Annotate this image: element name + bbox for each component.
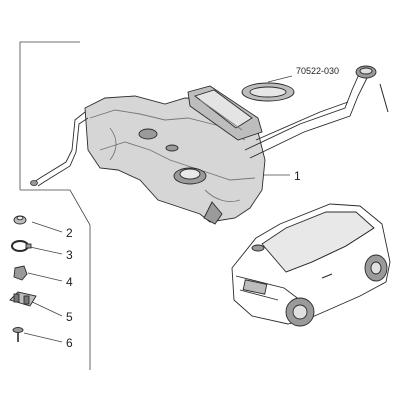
tank-top-cover <box>187 85 263 141</box>
callout-number: 4 <box>66 275 73 289</box>
reference-code: 70522-030 <box>296 66 339 76</box>
vehicle-illustration <box>231 203 391 327</box>
callout-number: 6 <box>66 336 73 350</box>
pipe-connector <box>30 180 38 186</box>
part-5-bracket <box>9 291 37 307</box>
filler-cap <box>355 65 377 79</box>
callout-number: 5 <box>66 310 73 324</box>
callout-number: 1 <box>294 169 301 183</box>
callout-number: 2 <box>66 226 73 240</box>
filler-neck-pipe <box>244 71 368 159</box>
vent-tube <box>379 83 389 113</box>
part-2-grommet <box>13 215 27 225</box>
part-6-screw <box>12 327 24 342</box>
part-4-clip <box>13 265 28 281</box>
feed-pipe <box>33 111 89 187</box>
gasket-seal <box>241 82 295 102</box>
part-3-clamp <box>11 240 32 252</box>
callout-number: 3 <box>66 248 73 262</box>
